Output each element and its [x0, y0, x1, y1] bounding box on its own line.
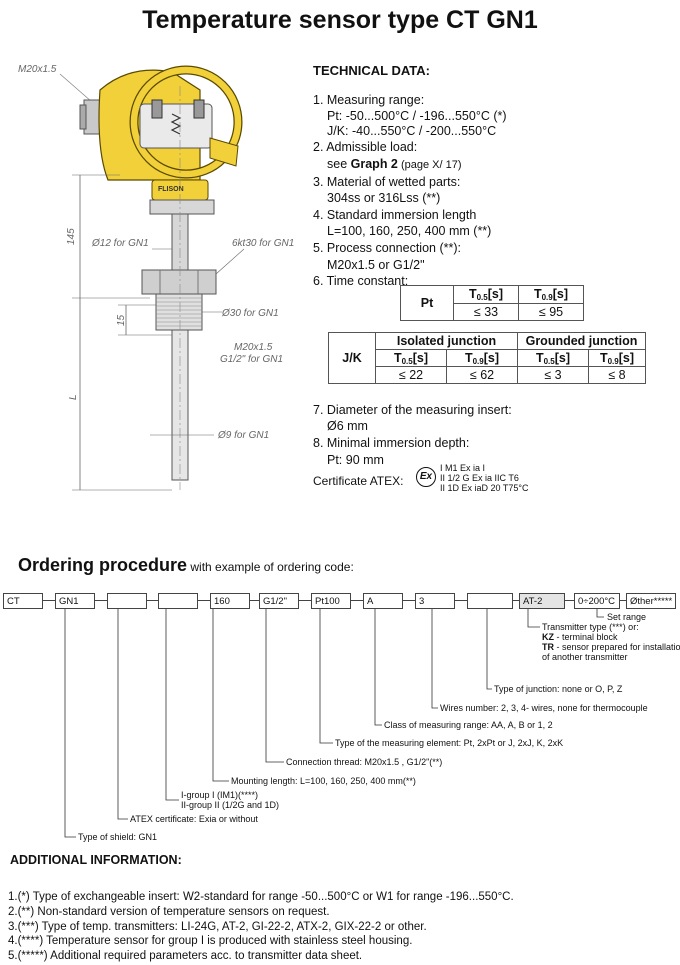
tech-item-1a: Pt: -50...500°C / -196...550°C (*) [327, 109, 507, 124]
hex-nut [141, 269, 217, 295]
d30-label: Ø30 for GN1 [221, 308, 279, 319]
sensor-drawing: M20x1.5 FLISON 145 L 15 Ø12 for GN1 6kt3… [18, 64, 294, 491]
desc-element: Type of the measuring element: Pt, 2xPt … [335, 738, 564, 748]
d12-label: Ø12 for GN1 [91, 238, 149, 249]
ex-icon: Ex [416, 467, 436, 487]
cert-label: Certificate ATEX: [313, 474, 404, 488]
thread-top-label: M20x1.5 [18, 64, 57, 75]
tech-item-3: 3. Material of wetted parts: [313, 174, 461, 189]
pt-t05-header: T0.5[s] [453, 285, 519, 304]
dim-15-label: 15 [116, 314, 127, 326]
code-box-other: Øther***** [626, 593, 676, 609]
iso-t05-value: ≤ 22 [375, 366, 447, 384]
desc-thread: Connection thread: M20x1.5 , G1/2"(**) [286, 757, 443, 767]
cert-markings: I M1 Ex ia I II 1/2 G Ex ia IIC T6 II 1D… [440, 463, 529, 493]
code-box-atex [107, 593, 147, 609]
tech-item-8: 8. Minimal immersion depth: [313, 435, 470, 450]
pt-label: Pt [400, 285, 454, 321]
jk-time-constant-table: J/K Isolated junction Grounded junction … [328, 332, 646, 384]
d9-label: Ø9 for GN1 [217, 430, 269, 441]
additional-title: ADDITIONAL INFORMATION: [10, 853, 182, 867]
code-box-thread: G1/2" [259, 593, 299, 609]
code-box-range: 0÷200°C [574, 593, 620, 609]
tech-item-7a: Ø6 mm [327, 419, 368, 434]
thread2-label: G1/2" for GN1 [220, 354, 283, 365]
desc-class: Class of measuring range: AA, A, B or 1,… [384, 720, 553, 730]
thread-leader-line [59, 73, 93, 103]
iso-t09-value: ≤ 62 [446, 366, 518, 384]
pt-t09-value: ≤ 95 [518, 302, 584, 321]
tech-item-1: 1. Measuring range: [313, 92, 425, 107]
ordering-leader-lines [64, 609, 604, 838]
code-box-group [158, 593, 198, 609]
desc-set-range: Set range [607, 612, 647, 622]
tech-item-5a: M20x1.5 or G1/2" [327, 257, 425, 272]
code-box-type: CT [3, 593, 43, 609]
desc-shield: Type of shield: GN1 [78, 832, 158, 842]
tech-item-1b: J/K: -40...550°C / -200...550°C [327, 123, 497, 138]
gr-t05-header: T0.5[s] [517, 349, 589, 367]
desc-atex: ATEX certificate: Exia or without [130, 814, 258, 824]
pt-time-constant-table: Pt T0.5[s] T0.9[s] ≤ 33 ≤ 95 [400, 285, 584, 321]
desc-junction: Type of junction: none or O, P, Z [494, 684, 623, 694]
gr-t09-header: T0.9[s] [588, 349, 646, 367]
tech-item-6: 6. Time constant: [313, 274, 409, 289]
tech-item-4a: L=100, 160, 250, 400 mm (**) [327, 224, 492, 239]
head-lid [130, 66, 242, 178]
code-box-junction [467, 593, 513, 609]
hex-label: 6kt30 for GN1 [232, 238, 294, 249]
code-box-transmitter: AT-2 [519, 593, 565, 609]
desc-wires: Wires number: 2, 3, 4- wires, none for t… [440, 703, 648, 713]
tech-heading: TECHNICAL DATA: [313, 63, 430, 78]
iso-t09-header: T0.9[s] [446, 349, 518, 367]
tech-item-2a: see Graph 2 (page X/ 17) [327, 156, 462, 171]
code-box-shield: GN1 [55, 593, 95, 609]
jk-label: J/K [328, 332, 376, 384]
technical-data: TECHNICAL DATA: 1. Measuring range: Pt: … [313, 63, 678, 469]
tech-item-2: 2. Admissible load: [313, 140, 418, 155]
note-4: 4.(****) Temperature sensor for group I … [8, 935, 413, 948]
grounded-header: Grounded junction [517, 332, 646, 350]
desc-group: I-group I (IM1)(****) II-group II (1/2G … [181, 790, 280, 810]
tech-item-5: 5. Process connection (**): [313, 240, 461, 255]
gr-t05-value: ≤ 3 [517, 366, 589, 384]
desc-transmitter: Transmitter type (***) or: KZ - terminal… [542, 622, 680, 662]
tech-item-7: 7. Diameter of the measuring insert: [313, 402, 512, 417]
process-thread [155, 293, 203, 331]
code-box-length: 160 [210, 593, 250, 609]
thread1-label: M20x1.5 [234, 342, 273, 353]
dim-L-label: L [68, 394, 79, 400]
gr-t09-value: ≤ 8 [588, 366, 646, 384]
pt-t05-value: ≤ 33 [453, 302, 519, 321]
page-title: Temperature sensor type CT GN1 [142, 6, 538, 34]
note-3: 3.(***) Type of temp. transmitters: LI-2… [8, 920, 427, 933]
tech-item-8a: Pt: 90 mm [327, 452, 384, 467]
isolated-header: Isolated junction [375, 332, 518, 350]
ordering-title: Ordering procedure with example of order… [18, 555, 354, 575]
code-box-element: Pt100 [311, 593, 351, 609]
note-1: 1.(*) Type of exchangeable insert: W2-st… [8, 891, 514, 903]
tech-item-4: 4. Standard immersion length [313, 207, 477, 222]
code-box-wires: 3 [415, 593, 455, 609]
pt-t09-header: T0.9[s] [518, 285, 584, 304]
additional-notes: 1.(*) Type of exchangeable insert: W2-st… [8, 890, 514, 964]
brand-label: FLISON [158, 186, 184, 193]
dim-145-label: 145 [66, 228, 77, 245]
tech-item-3a: 304ss or 316Lss (**) [327, 191, 441, 206]
note-2: 2.(**) Non-standard version of temperatu… [8, 905, 330, 918]
desc-length: Mounting length: L=100, 160, 250, 400 mm… [231, 776, 416, 786]
note-5: 5.(*****) Additional required parameters… [8, 950, 363, 963]
iso-t05-header: T0.5[s] [375, 349, 447, 367]
code-box-class: A [363, 593, 403, 609]
